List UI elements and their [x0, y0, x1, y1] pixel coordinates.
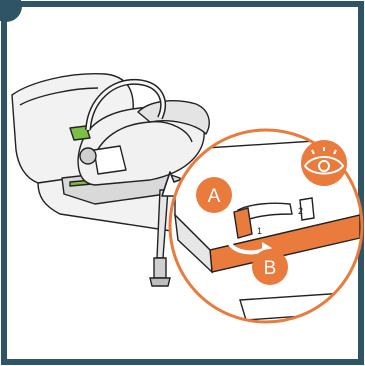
step-mark-two: 2: [298, 206, 303, 216]
step-mark-one: 1: [257, 226, 262, 236]
callout-a: A: [196, 177, 232, 213]
callout-a-label: A: [208, 186, 221, 207]
callout-b-label: B: [264, 258, 277, 279]
eye-icon: [301, 140, 347, 186]
release-lever: [234, 208, 252, 238]
callout-b: B: [252, 249, 288, 285]
